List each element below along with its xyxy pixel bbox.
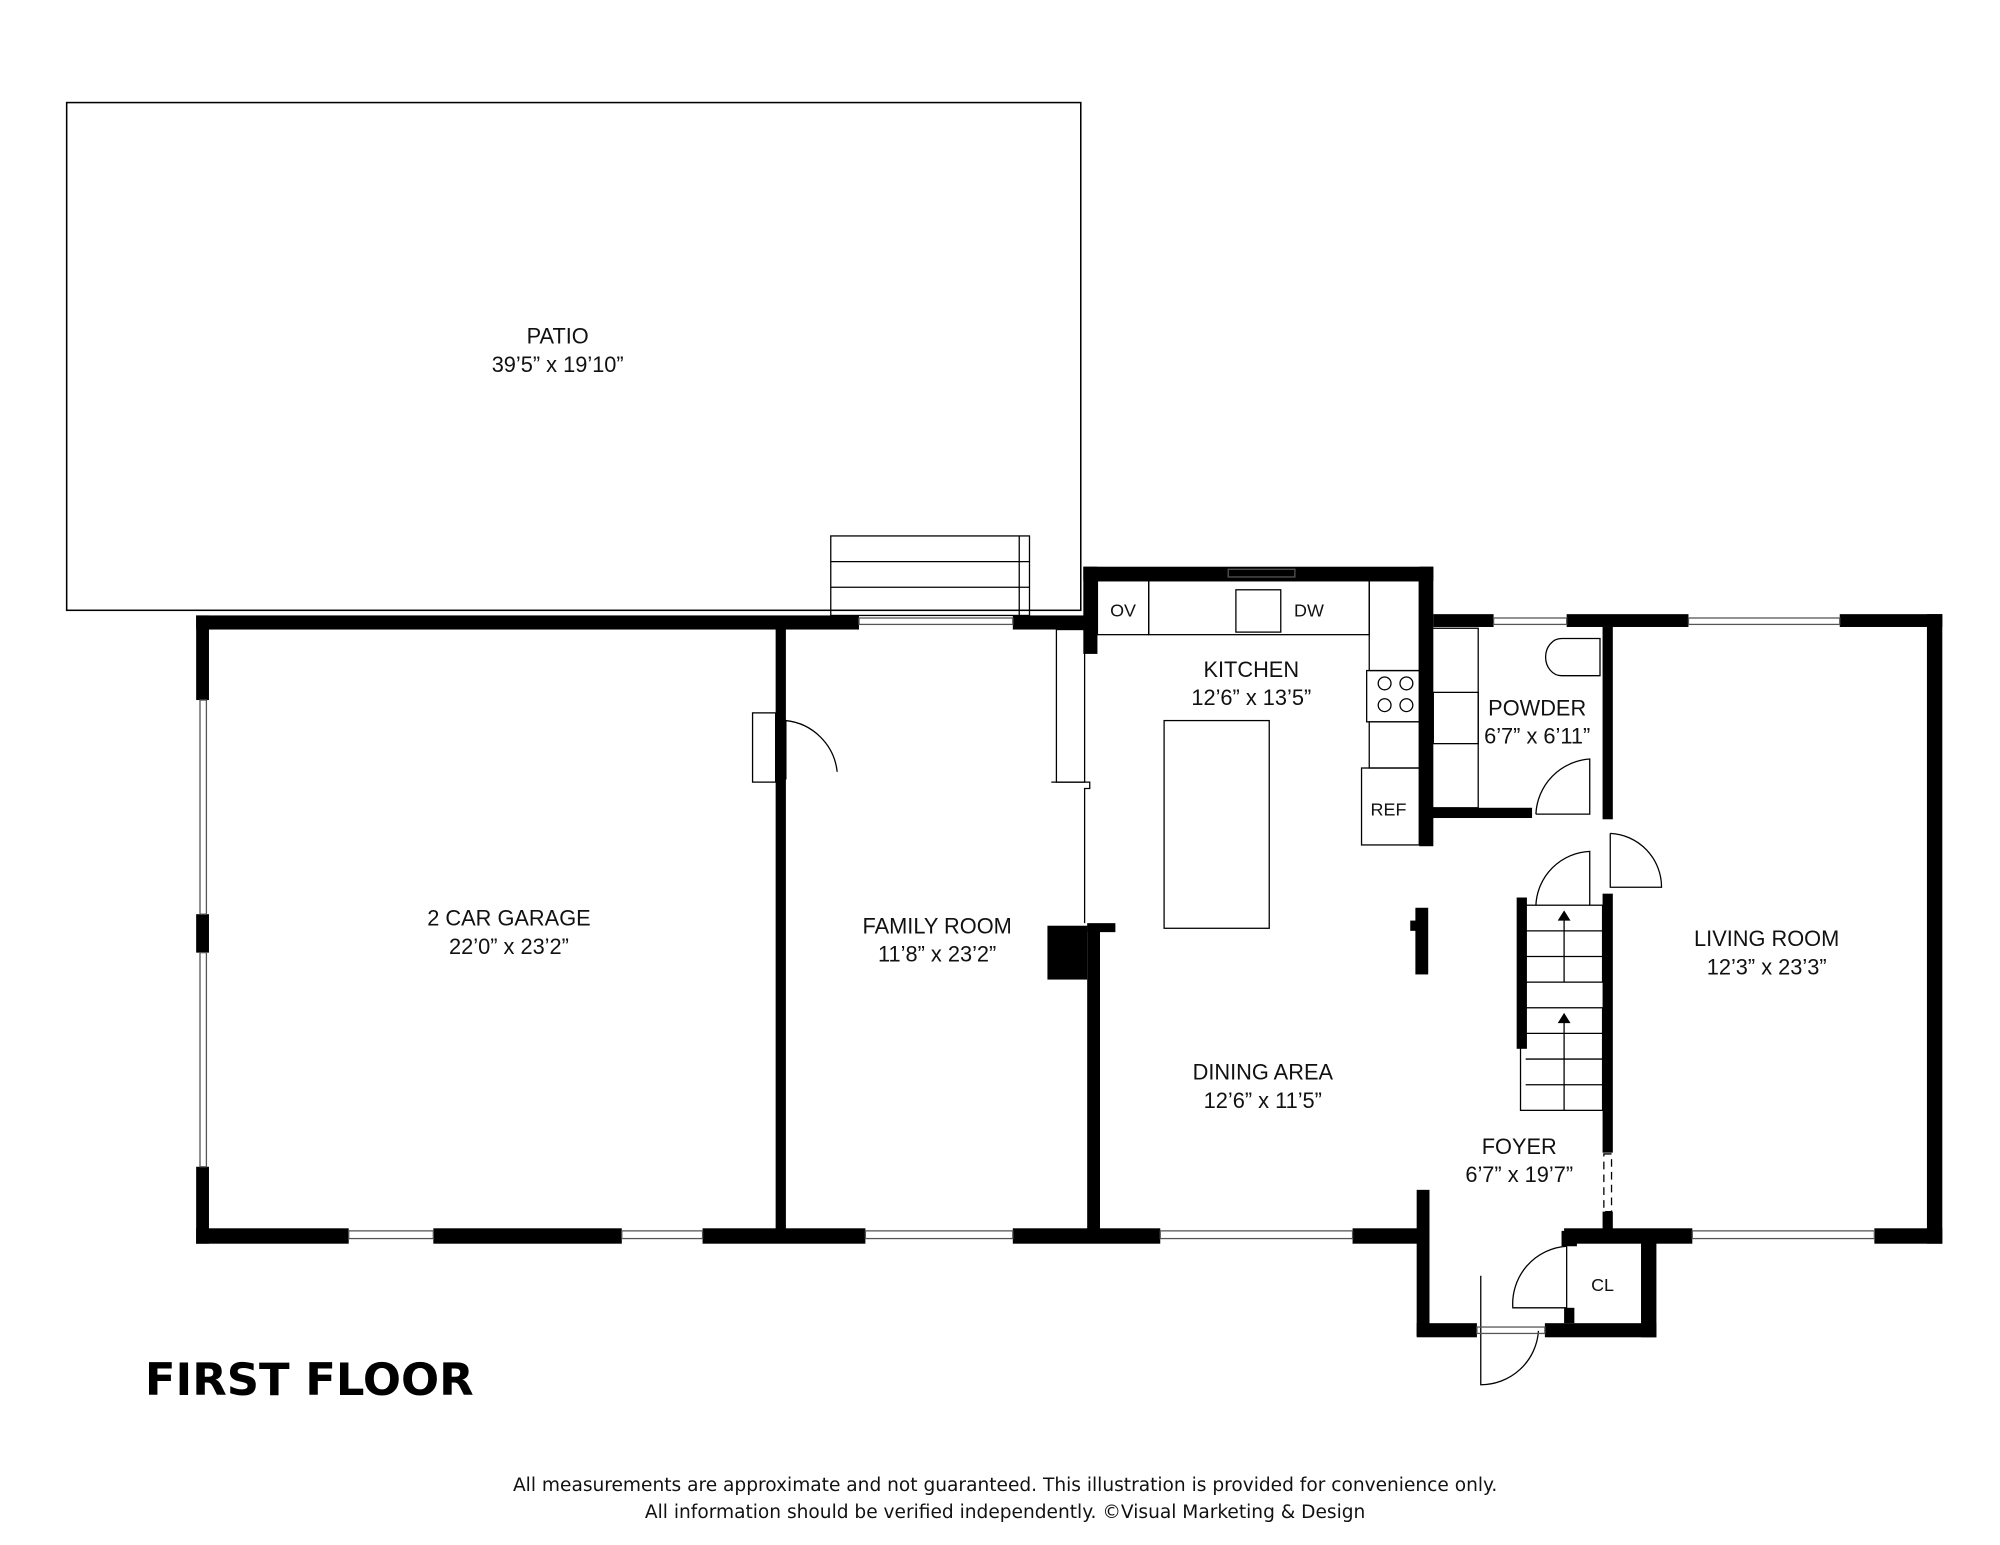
room-name-kitchen: KITCHEN <box>1203 657 1299 682</box>
room-name-family: FAMILY ROOM <box>863 913 1012 938</box>
room-size-dining: 12’6” x 11’5” <box>1204 1088 1322 1113</box>
stairs <box>1519 904 1604 1111</box>
stair-arrow-icon <box>1557 1012 1571 1024</box>
fixture-closet: CL <box>1591 1275 1614 1295</box>
room-name-patio: PATIO <box>527 324 589 349</box>
disclaimer-line-1: All measurements are approximate and not… <box>513 1475 1497 1496</box>
doors <box>751 712 1663 1386</box>
room-size-family: 11’8” x 23’2” <box>878 942 996 967</box>
room-name-foyer: FOYER <box>1482 1134 1557 1159</box>
kitchen-fixtures <box>1051 580 1420 929</box>
room-name-powder: POWDER <box>1488 695 1586 720</box>
room-size-powder: 6’7” x 6’11” <box>1484 724 1590 749</box>
room-size-foyer: 6’7” x 19’7” <box>1465 1162 1573 1187</box>
room-name-garage: 2 CAR GARAGE <box>427 906 590 931</box>
room-name-living: LIVING ROOM <box>1694 926 1839 951</box>
room-size-garage: 22’0” x 23’2” <box>449 934 569 959</box>
room-size-living: 12’3” x 23’3” <box>1707 954 1827 979</box>
fixture-refrigerator: REF <box>1371 799 1407 819</box>
room-size-patio: 39’5” x 19’10” <box>492 352 624 377</box>
room-size-kitchen: 12’6” x 13’5” <box>1191 685 1311 710</box>
stair-arrow-icon <box>1557 910 1571 921</box>
powder-fixtures <box>1428 627 1601 809</box>
patio-steps <box>830 535 1031 617</box>
patio-outline <box>65 101 1082 612</box>
room-name-dining: DINING AREA <box>1193 1060 1334 1085</box>
windows <box>199 568 1876 1240</box>
fixture-dishwasher: DW <box>1294 601 1324 621</box>
disclaimer-line-2: All information should be verified indep… <box>645 1502 1365 1523</box>
fixture-oven: OV <box>1110 601 1136 621</box>
floor-title: FIRST FLOOR <box>145 1353 474 1406</box>
